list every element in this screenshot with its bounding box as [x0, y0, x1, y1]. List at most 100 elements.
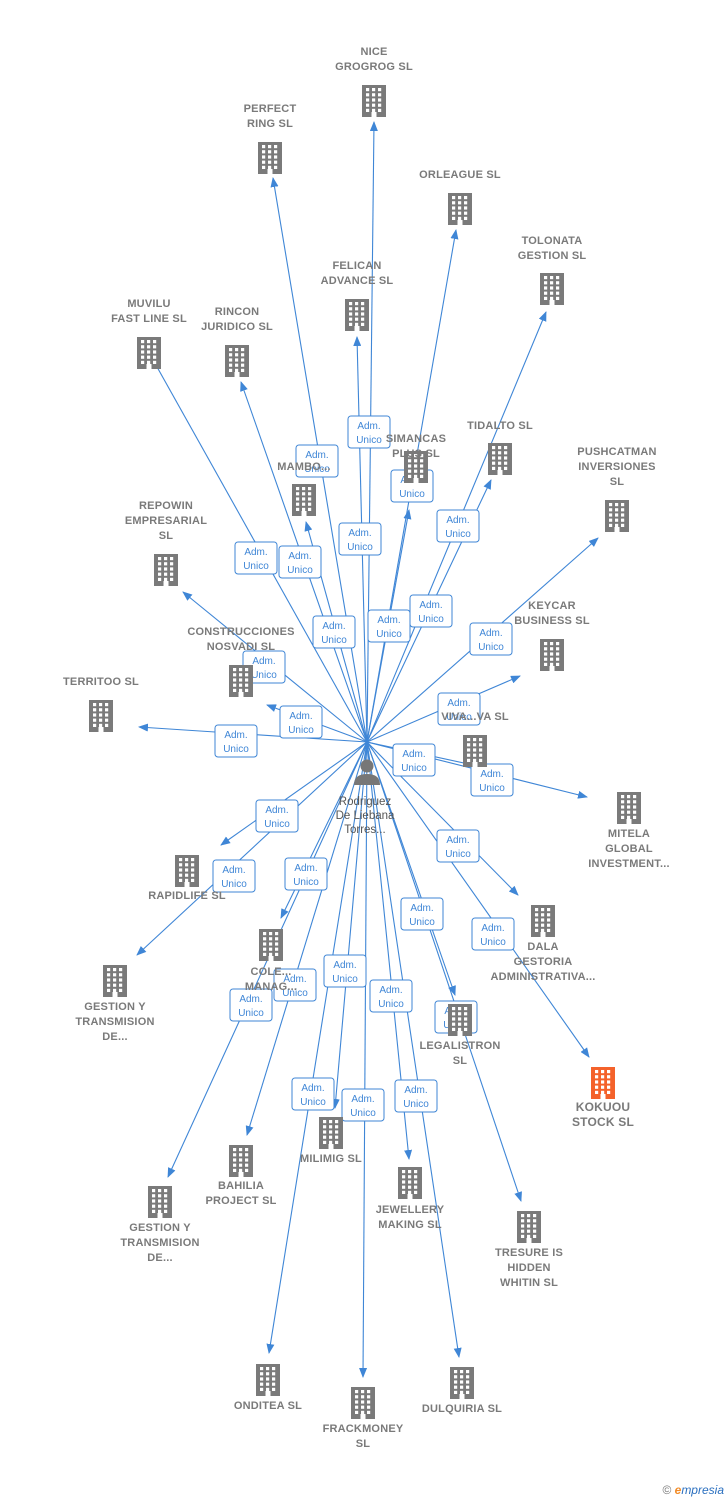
badge-box [437, 692, 481, 726]
role-badge-rapidlife[interactable]: Adm.Unico [255, 799, 299, 833]
badge-line-1: Adm. [288, 551, 311, 562]
edge-kokuou [366, 741, 590, 1058]
badge-line-2: Unico [243, 561, 269, 572]
company-name-line: GLOBAL [605, 843, 653, 855]
role-badge-mitela[interactable]: Adm.Unico [470, 763, 514, 797]
role-badge-pushcatman[interactable]: Adm.Unico [469, 622, 513, 656]
badge-line-2: Unico [445, 529, 471, 540]
badge-line-1: Adm. [404, 1085, 427, 1096]
role-badge-dulquiria[interactable]: Adm. Unico [394, 1079, 438, 1113]
role-badge-gestion1[interactable]: Adm.Unico [212, 859, 256, 893]
company-node-onditea[interactable]: ONDITEA SL [234, 1364, 302, 1412]
company-node-dala[interactable]: DALAGESTORIAADMINISTRATIVA... [490, 905, 595, 983]
badge-line-2: Unico [376, 629, 402, 640]
badge-line-2: Unico [401, 763, 427, 774]
role-badge-rincon[interactable]: Adm.Unico [278, 545, 322, 579]
company-name-line: TRESURE IS [495, 1247, 563, 1259]
company-name-line: ORLEAGUE SL [419, 169, 501, 181]
company-node-mitela[interactable]: MITELAGLOBALINVESTMENT... [588, 792, 670, 870]
company-node-viva[interactable]: VIVA...VA SL [441, 711, 509, 767]
company-name-line: TIDALTO SL [467, 420, 533, 432]
badge-box [436, 829, 480, 863]
building-icon [292, 484, 316, 516]
role-badge-gestion2[interactable]: Adm.Unico [229, 988, 273, 1022]
role-badge-tolonata[interactable]: Adm.Unico [436, 509, 480, 543]
role-badge-milimig[interactable]: Adm.Unico [323, 954, 367, 988]
role-badge-felican[interactable]: Adm.Unico [338, 522, 382, 556]
role-badge-mambo[interactable]: Adm.Unico [312, 615, 356, 649]
badge-box [284, 857, 328, 891]
company-name-line: BAHILIA [218, 1180, 264, 1192]
company-node-rapidlife[interactable]: RAPIDLIFE SL [148, 855, 226, 902]
company-node-gestion2[interactable]: GESTION YTRANSMISIONDE... [120, 1186, 199, 1264]
company-node-territoo[interactable]: TERRITOO SL [63, 676, 139, 732]
company-node-dulquiria[interactable]: DULQUIRIA SL [422, 1367, 502, 1415]
edge-rapidlife [220, 741, 368, 846]
badge-line-1: Adm. [265, 805, 288, 816]
company-node-tidalto[interactable]: TIDALTO SL [467, 420, 533, 475]
role-badge-nice-grogrog[interactable]: Adm.Unico [347, 415, 391, 449]
company-node-cole[interactable]: COLE...MANAG... [245, 929, 297, 993]
building-icon [450, 1367, 474, 1399]
badge-box [470, 763, 514, 797]
company-name-line: GESTION Y [129, 1222, 191, 1234]
footer-brand[interactable]: © empresia [662, 1483, 724, 1497]
edge-milimig [331, 741, 368, 1109]
badge-line-2: Unico [445, 849, 471, 860]
edge-tresure [366, 741, 522, 1202]
edge-dala [366, 741, 519, 896]
badge-box [214, 724, 258, 758]
badge-line-2: Unico [403, 1099, 429, 1110]
company-node-gestion1[interactable]: GESTION YTRANSMISIONDE... [75, 965, 154, 1043]
role-badge-territoo[interactable]: Adm.Unico [214, 724, 258, 758]
badge-box [369, 979, 413, 1013]
role-badge-tidalto[interactable]: Adm.Unico [409, 594, 453, 628]
company-name-line: FRACKMONEY [323, 1423, 404, 1435]
role-badge-legalistron[interactable]: Adm.Unico [400, 897, 444, 931]
building-icon [617, 792, 641, 824]
company-name-line: HIDDEN [507, 1262, 550, 1274]
role-badge-frackmoney[interactable]: Adm.Unico [341, 1088, 385, 1122]
company-name-line: KOKUOU [576, 1100, 631, 1114]
badge-line-2: Unico [221, 879, 247, 890]
role-badge-construcciones[interactable]: Adm.Unico [279, 705, 323, 739]
role-badge-cole[interactable]: Adm.Unico [284, 857, 328, 891]
role-badge-dala[interactable]: Adm.Unico [436, 829, 480, 863]
center-name-line-1: Rodriguez [339, 796, 392, 808]
center-person[interactable]: Rodriguez De Liebana Torres... [336, 759, 395, 837]
role-badge-jewellery[interactable]: Adm.Unico [369, 979, 413, 1013]
company-node-milimig[interactable]: MILIMIG SL [300, 1117, 362, 1165]
role-badge-keycar[interactable]: Adm.Unico [437, 692, 481, 726]
role-badge-bahilia[interactable]: Adm.Unico [273, 968, 317, 1002]
role-badge-viva[interactable]: Adm.Unico [392, 743, 436, 777]
badge-box [229, 988, 273, 1022]
center-name-line-3: Torres... [344, 824, 386, 836]
role-badge-perfect-ring[interactable]: Adm.Unico [295, 444, 339, 478]
company-name-line: LEGALISTRON [419, 1040, 500, 1052]
role-badge-onditea[interactable]: Adm.Unico [291, 1077, 335, 1111]
role-badge-kokuou[interactable]: Adm.Unico [471, 917, 515, 951]
company-node-mambo[interactable]: MAMBO... [277, 461, 331, 516]
role-badge-muvilu[interactable]: Adm. Unico [234, 541, 278, 575]
badge-line-1: Adm. [244, 547, 267, 558]
company-node-orleague[interactable]: ORLEAGUE SL [419, 169, 501, 225]
role-badge-simancas[interactable]: Adm.Unico [367, 609, 411, 643]
badge-line-1: Adm. [351, 1094, 374, 1105]
